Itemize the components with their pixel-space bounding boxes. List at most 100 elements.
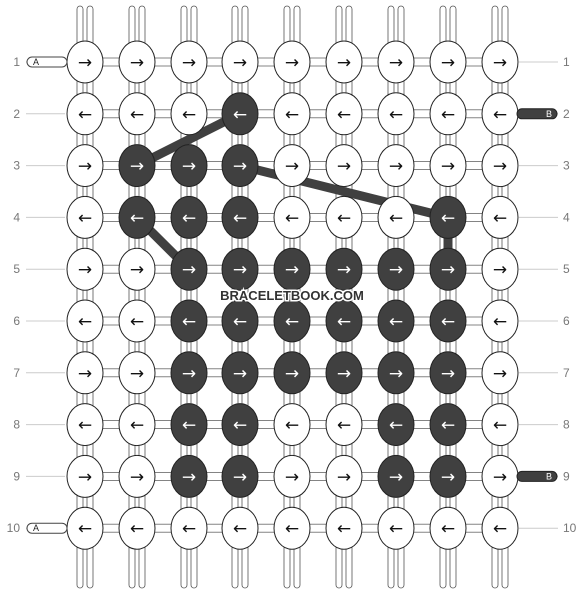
knot: ← — [170, 506, 208, 550]
right-arrow-icon: → — [233, 364, 247, 384]
knot-shape — [170, 351, 208, 395]
row-number-left: 8 — [13, 418, 20, 432]
right-arrow-icon: → — [441, 157, 455, 177]
row-number-left: 1 — [13, 55, 20, 69]
right-arrow-icon: → — [182, 157, 196, 177]
knot-shape — [429, 506, 467, 550]
left-arrow-icon: ← — [182, 208, 196, 228]
knot: ← — [170, 92, 208, 136]
knot: ← — [118, 403, 156, 447]
knot-shape — [429, 195, 467, 239]
knot-shape — [170, 195, 208, 239]
knot: ← — [325, 92, 363, 136]
knot: ← — [66, 299, 104, 343]
left-arrow-icon: ← — [233, 519, 247, 539]
knot: → — [221, 351, 259, 395]
knot-shape — [118, 506, 156, 550]
knot: ← — [481, 195, 519, 239]
right-arrow-icon: → — [441, 53, 455, 73]
knot-shape — [325, 351, 363, 395]
knot-shape — [170, 144, 208, 188]
right-arrow-icon: → — [130, 157, 144, 177]
knot-shape — [170, 506, 208, 550]
knot-shape — [429, 351, 467, 395]
right-arrow-icon: → — [78, 157, 92, 177]
left-arrow-icon: ← — [441, 208, 455, 228]
knot-shape — [273, 40, 311, 84]
knot: → — [481, 40, 519, 84]
knot: → — [377, 247, 415, 291]
knot: → — [221, 144, 259, 188]
knot-shape — [221, 299, 259, 343]
left-arrow-icon: ← — [130, 105, 144, 125]
knot-shape — [377, 144, 415, 188]
right-arrow-icon: → — [493, 260, 507, 280]
left-arrow-icon: ← — [78, 519, 92, 539]
knot-shape — [273, 454, 311, 498]
right-arrow-icon: → — [233, 467, 247, 487]
knot: ← — [118, 92, 156, 136]
knot-shape — [325, 92, 363, 136]
left-arrow-icon: ← — [182, 519, 196, 539]
right-arrow-icon: → — [493, 157, 507, 177]
left-arrow-icon: ← — [389, 519, 403, 539]
knot: ← — [325, 299, 363, 343]
left-arrow-icon: ← — [182, 105, 196, 125]
knot-shape — [325, 247, 363, 291]
knot: ← — [66, 506, 104, 550]
knot-shape — [481, 403, 519, 447]
row-number-right: 3 — [563, 159, 570, 173]
left-arrow-icon: ← — [78, 312, 92, 332]
knot: ← — [273, 92, 311, 136]
left-arrow-icon: ← — [493, 519, 507, 539]
knot-shape — [118, 454, 156, 498]
knot-shape — [170, 403, 208, 447]
knot: → — [325, 247, 363, 291]
row-number-left: 7 — [13, 366, 20, 380]
right-arrow-icon: → — [389, 364, 403, 384]
right-arrow-icon: → — [130, 260, 144, 280]
left-arrow-icon: ← — [233, 105, 247, 125]
knot-shape — [221, 247, 259, 291]
string-tag-label: B — [546, 471, 552, 481]
knot: ← — [118, 506, 156, 550]
left-arrow-icon: ← — [389, 208, 403, 228]
knot-shape — [66, 454, 104, 498]
knot-shape — [66, 144, 104, 188]
right-arrow-icon: → — [78, 53, 92, 73]
knot: ← — [221, 92, 259, 136]
knot-shape — [377, 506, 415, 550]
knot-shape — [481, 40, 519, 84]
knot-shape — [66, 92, 104, 136]
left-arrow-icon: ← — [285, 208, 299, 228]
right-arrow-icon: → — [441, 467, 455, 487]
knot: ← — [66, 403, 104, 447]
row-number-left: 2 — [13, 107, 20, 121]
knot: → — [481, 351, 519, 395]
knot: ← — [221, 403, 259, 447]
row-number-right: 1 — [563, 55, 570, 69]
knot-shape — [221, 403, 259, 447]
right-arrow-icon: → — [389, 53, 403, 73]
row-number-right: 5 — [563, 262, 570, 276]
right-arrow-icon: → — [389, 467, 403, 487]
left-arrow-icon: ← — [441, 312, 455, 332]
right-arrow-icon: → — [233, 157, 247, 177]
knot-grid: → → → → → → → → → ← ← ← ← ← ← ← ← ← → → → → → → → → → ← ← ← ← ← ← ← ← ← → → → →… — [66, 40, 519, 550]
knot: → — [66, 40, 104, 84]
knot: → — [170, 454, 208, 498]
knot: → — [377, 454, 415, 498]
knot: ← — [118, 195, 156, 239]
string-tag-right: B — [516, 470, 558, 482]
right-arrow-icon: → — [182, 53, 196, 73]
knot-shape — [221, 195, 259, 239]
knot: → — [66, 351, 104, 395]
knot-shape — [273, 195, 311, 239]
left-arrow-icon: ← — [493, 105, 507, 125]
knot-shape — [118, 195, 156, 239]
knot-shape — [170, 299, 208, 343]
knot: → — [325, 144, 363, 188]
left-arrow-icon: ← — [130, 519, 144, 539]
knot: → — [273, 40, 311, 84]
